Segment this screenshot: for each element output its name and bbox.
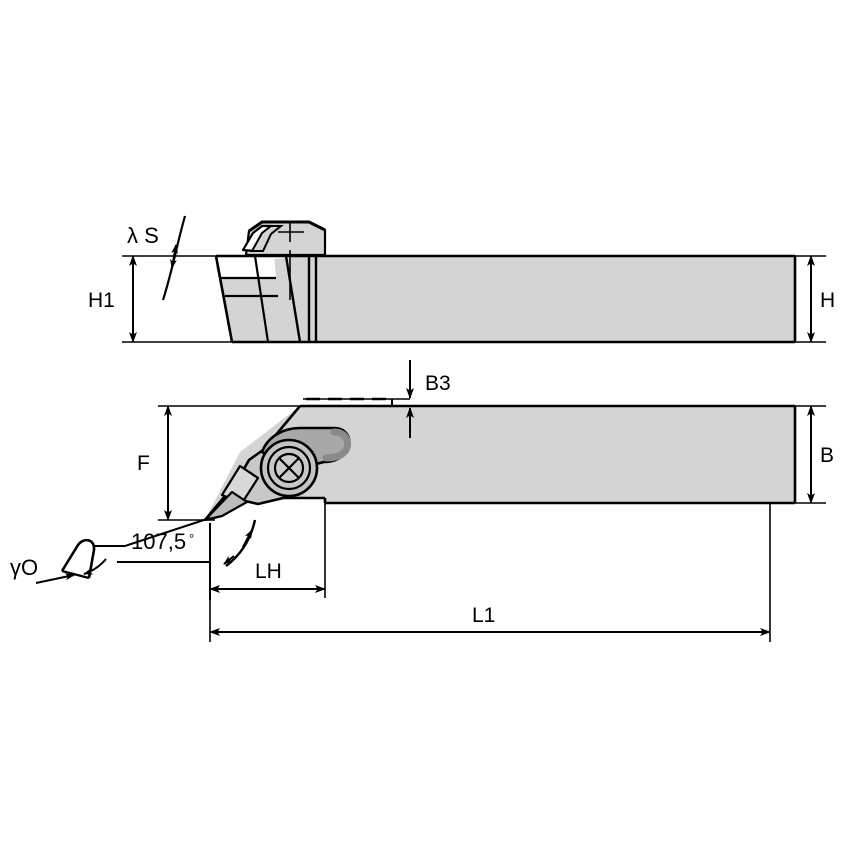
- head-division-line-1: [284, 255, 302, 343]
- angle-arc-arrow-lower: [223, 555, 235, 565]
- gamma-o-wedge-base: [61, 569, 90, 580]
- angle-arc-arrow-upper: [242, 529, 253, 548]
- label-H: H: [820, 289, 835, 312]
- label-gamma-o: γO: [10, 555, 38, 580]
- label-lambda-s: λ S: [127, 223, 159, 248]
- clamp-screw-cross-slot: [278, 457, 300, 479]
- clamp-arm-highlight: [322, 428, 351, 462]
- clamp-boss-crown: [248, 220, 326, 233]
- clamp-arm-right-face: [250, 225, 284, 252]
- insert-cutting-corner: [203, 490, 249, 522]
- insert-flank-line: [253, 255, 270, 343]
- top-view-group: H1 H λ S: [88, 215, 835, 344]
- angle-leader-line: [124, 517, 211, 547]
- insert-pocket-void: [217, 256, 276, 278]
- gamma-o-arrow-curved: [83, 558, 107, 575]
- lambda-s-arrowheads: [170, 244, 178, 269]
- gamma-o-wedge-symbol: [60, 538, 96, 579]
- bottom-view-group: B3 F B 107,5 ° γO LH: [10, 360, 834, 642]
- gamma-o-arrow-left: [35, 573, 75, 584]
- insert-body-strip: [221, 278, 278, 296]
- top-outline-left-flank: [214, 255, 234, 343]
- label-LH: LH: [255, 560, 282, 583]
- label-L1: L1: [472, 604, 495, 627]
- shank-body-plan-view: [205, 406, 795, 520]
- label-B3: B3: [425, 372, 451, 395]
- label-H1: H1: [88, 289, 115, 312]
- shank-body-top-view: [216, 255, 795, 342]
- label-degree-sign: °: [189, 531, 194, 546]
- label-B: B: [820, 444, 834, 467]
- label-angle-value: 107,5: [131, 529, 186, 554]
- label-F: F: [137, 452, 150, 475]
